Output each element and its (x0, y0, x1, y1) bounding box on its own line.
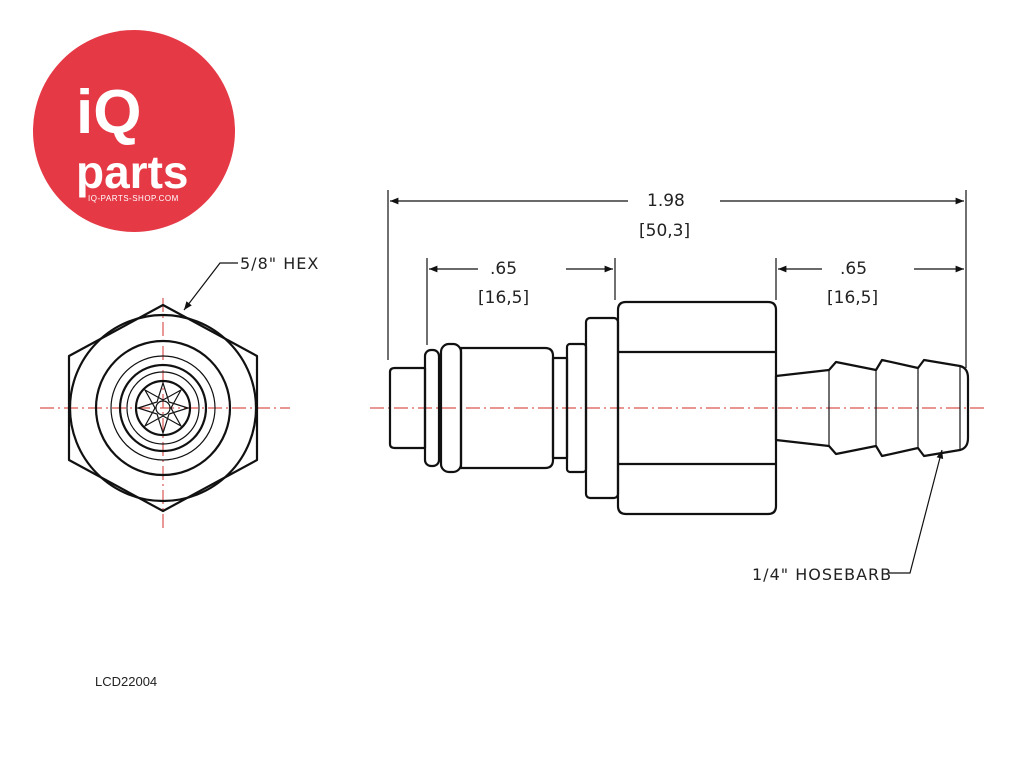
overall-dim-inch: 1.98 (647, 191, 685, 211)
face-ring-4 (126, 371, 200, 445)
logo-circle (33, 30, 235, 232)
logo-iq-text: iQ (76, 78, 141, 147)
right-dim-inch: .65 (840, 259, 867, 279)
logo-parts-text: parts (76, 146, 188, 198)
hex-leader (183, 262, 238, 311)
valve-star-icon (136, 381, 190, 435)
hosebarb-leader (888, 449, 944, 574)
iq-parts-logo: iQ parts IQ-PARTS-SHOP.COM (33, 30, 235, 232)
side-view: 1.98 [50,3] .65 [16,5] .65 [16,5] 1/4" H… (370, 190, 985, 584)
hosebarb-label: 1/4" HOSEBARB (752, 565, 892, 584)
hex-outer-circle (68, 313, 258, 503)
valve-circle (134, 379, 192, 437)
body-sleeve (459, 346, 555, 470)
logo-url-text: IQ-PARTS-SHOP.COM (88, 194, 179, 203)
hex-outline (67, 303, 259, 513)
part-code: LCD22004 (95, 674, 158, 689)
left-dim-inch: .65 (490, 259, 517, 279)
overall-dim-mm: [50,3] (639, 221, 690, 241)
right-dim-mm: [16,5] (827, 288, 878, 308)
face-ring-3 (118, 363, 208, 453)
hex-label: 5/8" HEX (240, 254, 319, 273)
o-ring-1 (423, 348, 441, 468)
end-view: 5/8" HEX (40, 254, 319, 528)
left-dim-mm: [16,5] (478, 288, 529, 308)
face-ring-1 (94, 339, 232, 477)
face-ring-2 (110, 355, 216, 461)
hex-body (616, 300, 778, 516)
